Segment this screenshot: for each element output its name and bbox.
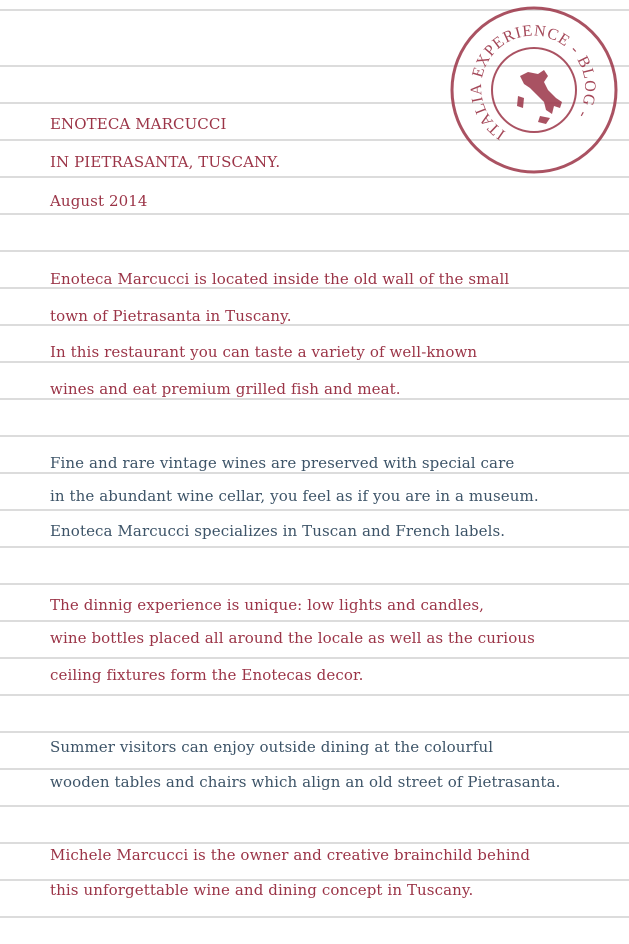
italy-map-icon <box>517 70 562 124</box>
italia-experience-stamp: ITALIA EXPERIENCE - BLOG - <box>450 6 618 174</box>
paragraph-line: this unforgettable wine and dining conce… <box>50 881 474 899</box>
stamp-outer-ring <box>450 6 618 174</box>
paragraph-line: Enoteca Marcucci is located inside the o… <box>50 270 510 288</box>
stamp-inner-ring <box>491 47 577 133</box>
paragraph-line: wines and eat premium grilled fish and m… <box>50 380 401 398</box>
paragraph-line: Fine and rare vintage wines are preserve… <box>50 454 515 472</box>
paragraph-line: The dinnig experience is unique: low lig… <box>50 596 485 614</box>
article-title: ENOTECA MARCUCCI <box>50 115 227 133</box>
paragraph-line: Summer visitors can enjoy outside dining… <box>50 738 494 756</box>
paragraph-line: Michele Marcucci is the owner and creati… <box>50 846 531 864</box>
paragraph-line: in the abundant wine cellar, you feel as… <box>50 487 539 505</box>
paragraph-line: town of Pietrasanta in Tuscany. <box>50 307 292 325</box>
paragraph-line: wine bottles placed all around the local… <box>50 629 535 647</box>
article-location: IN PIETRASANTA, TUSCANY. <box>50 153 281 171</box>
article-date: August 2014 <box>50 192 148 210</box>
paragraph-line: wooden tables and chairs which align an … <box>50 773 561 791</box>
paragraph-line: Enoteca Marcucci specializes in Tuscan a… <box>50 522 506 540</box>
paragraph-line: In this restaurant you can taste a varie… <box>50 343 478 361</box>
paragraph-line: ceiling fixtures form the Enotecas decor… <box>50 666 364 684</box>
